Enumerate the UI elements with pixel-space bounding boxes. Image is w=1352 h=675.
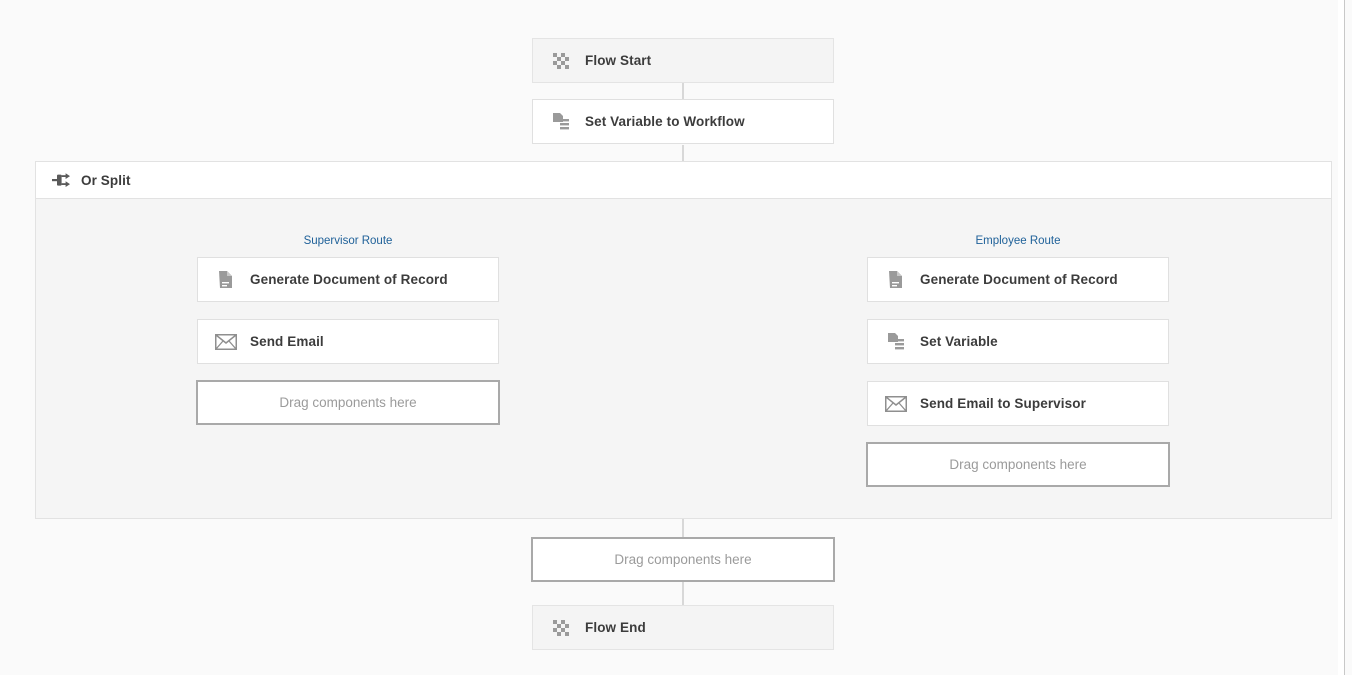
- or-split-header[interactable]: Or Split: [36, 162, 1331, 199]
- node-flow-end-label: Flow End: [585, 620, 646, 635]
- node-employee-send-email-to-supervisor[interactable]: Send Email to Supervisor: [867, 381, 1169, 426]
- node-supervisor-send-email-label: Send Email: [250, 334, 324, 349]
- canvas-scrollbar-edge[interactable]: [1344, 0, 1352, 675]
- node-flow-start-label: Flow Start: [585, 53, 652, 68]
- set-variable-icon: [549, 110, 573, 134]
- dropzone-main-flow-label: Drag components here: [614, 552, 752, 567]
- route-label-employee: Employee Route: [975, 235, 1061, 247]
- node-employee-generate-document[interactable]: Generate Document of Record: [867, 257, 1169, 302]
- set-variable-icon: [884, 330, 908, 354]
- node-set-variable-to-workflow[interactable]: Set Variable to Workflow: [532, 99, 834, 144]
- dropzone-supervisor-route-label: Drag components here: [279, 395, 417, 410]
- dropzone-employee-route-label: Drag components here: [949, 457, 1087, 472]
- checkered-flag-icon: [549, 49, 573, 73]
- node-flow-start[interactable]: Flow Start: [532, 38, 834, 83]
- node-employee-set-variable-label: Set Variable: [920, 334, 998, 349]
- node-supervisor-generate-document-label: Generate Document of Record: [250, 272, 448, 287]
- node-flow-end[interactable]: Flow End: [532, 605, 834, 650]
- or-split-label: Or Split: [81, 172, 131, 188]
- node-supervisor-generate-document[interactable]: Generate Document of Record: [197, 257, 499, 302]
- checkered-flag-icon: [549, 616, 573, 640]
- node-set-variable-to-workflow-label: Set Variable to Workflow: [585, 114, 745, 129]
- dropzone-employee-route[interactable]: Drag components here: [866, 442, 1170, 487]
- dropzone-supervisor-route[interactable]: Drag components here: [196, 380, 500, 425]
- node-supervisor-send-email[interactable]: Send Email: [197, 319, 499, 364]
- node-employee-send-email-to-supervisor-label: Send Email to Supervisor: [920, 396, 1086, 411]
- route-label-supervisor: Supervisor Route: [303, 235, 393, 247]
- envelope-icon: [884, 392, 908, 416]
- node-employee-set-variable[interactable]: Set Variable: [867, 319, 1169, 364]
- dropzone-main-flow[interactable]: Drag components here: [531, 537, 835, 582]
- or-split-icon: [49, 168, 73, 192]
- document-pdf-icon: [214, 268, 238, 292]
- node-employee-generate-document-label: Generate Document of Record: [920, 272, 1118, 287]
- document-pdf-icon: [884, 268, 908, 292]
- envelope-icon: [214, 330, 238, 354]
